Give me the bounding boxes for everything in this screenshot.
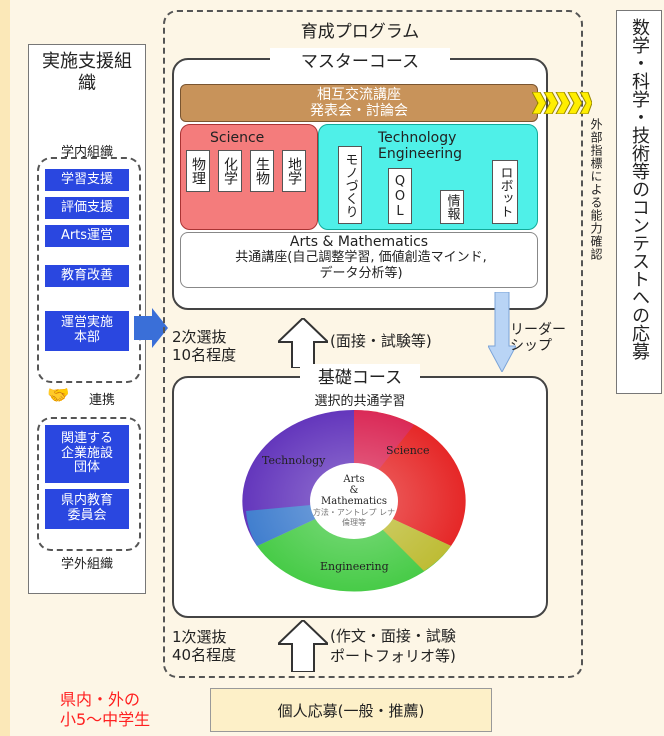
- basic-course-title: 基礎コース: [300, 364, 420, 388]
- first-selection-method: (作文・面接・試験 ポートフォリオ等): [330, 627, 456, 665]
- chevron-arrows-icon: [532, 92, 592, 114]
- science-subject: 生物: [250, 150, 274, 192]
- support-arrow: [134, 308, 168, 348]
- handshake-icon: 🤝: [47, 385, 70, 406]
- inner-org-item: 運営実施本部: [45, 311, 129, 351]
- exchange-lecture-box: 相互交流講座 発表会・討論会: [180, 84, 538, 122]
- contest-box: [616, 10, 662, 394]
- science-subject: 地学: [282, 150, 306, 192]
- inner-org-item: Arts運営: [45, 225, 129, 247]
- science-label: Science: [210, 130, 265, 146]
- second-selection-method: (面接・試験等): [330, 332, 432, 350]
- inner-org-item: 教育改善: [45, 265, 129, 287]
- wheel-label-center-sub: 方法・アントレプ レナ 倫理等: [312, 508, 396, 527]
- inner-org-group: 学習支援評価支援 Arts運営教育改善運営実施本部: [37, 157, 141, 383]
- wheel-label-science: Science: [386, 444, 430, 457]
- leadership-arrow: [488, 292, 516, 372]
- science-subject: 化学: [218, 150, 242, 192]
- wheel-label-engineering: Engineering: [320, 560, 389, 573]
- support-org-title: 実施支援組織: [42, 51, 132, 94]
- science-subject: 物理: [186, 150, 210, 192]
- second-selection-label: 2次選抜 10名程度: [172, 328, 237, 364]
- inner-org-item: 学習支援: [45, 169, 129, 191]
- technology-subject: 情報: [440, 190, 464, 224]
- inner-org-label: 学内組織: [60, 145, 113, 160]
- external-evaluation-text: 外部指標による能力確認: [589, 118, 603, 261]
- master-course-title: マスターコース: [270, 48, 450, 72]
- basic-course-subtitle: 選択的共通学習: [314, 394, 406, 409]
- arts-math-box: [180, 232, 538, 288]
- first-selection-label: 1次選抜 40名程度: [172, 628, 237, 664]
- wheel-label-center: Arts & Mathematics: [321, 474, 387, 507]
- application-box: 個人応募(一般・推薦): [210, 688, 492, 732]
- arts-math-title: Arts & Mathematics: [289, 234, 429, 250]
- outer-org-item: 県内教育委員会: [45, 489, 129, 529]
- technology-subject: モノづくり: [338, 146, 362, 224]
- technology-subject: QOL: [388, 168, 412, 224]
- stem-wheel: [242, 410, 466, 592]
- wheel-label-technology: Technology: [262, 454, 326, 467]
- outer-org-group: 関連する企業施設団体県内教育委員会: [37, 417, 141, 551]
- inner-org-item: 評価支援: [45, 197, 129, 219]
- first-selection-arrow: [278, 620, 328, 672]
- outer-org-item: 関連する企業施設団体: [45, 425, 129, 483]
- target-audience: 県内・外の 小5〜中学生: [60, 690, 151, 729]
- second-selection-arrow: [278, 318, 328, 368]
- contest-text: 数学・科学・技術等のコンテストへの応募: [629, 18, 650, 360]
- leadership-label: リーダー シップ: [510, 322, 566, 354]
- arts-math-desc: 共通講座(自己調整学習, 価値創造マインド, データ分析等): [235, 250, 487, 281]
- outer-org-label: 学外組織: [60, 557, 113, 572]
- program-frame: [163, 10, 583, 678]
- support-org-panel: 実施支援組織 学内組織 学習支援評価支援 Arts運営教育改善運営実施本部 🤝 連…: [28, 44, 146, 594]
- left-accent-strip: [0, 0, 10, 736]
- technology-subject: ロボット: [492, 160, 518, 224]
- program-title: 育成プログラム: [300, 21, 420, 42]
- technology-label: Technology Engineering: [378, 130, 462, 162]
- link-label: 連携: [89, 393, 116, 408]
